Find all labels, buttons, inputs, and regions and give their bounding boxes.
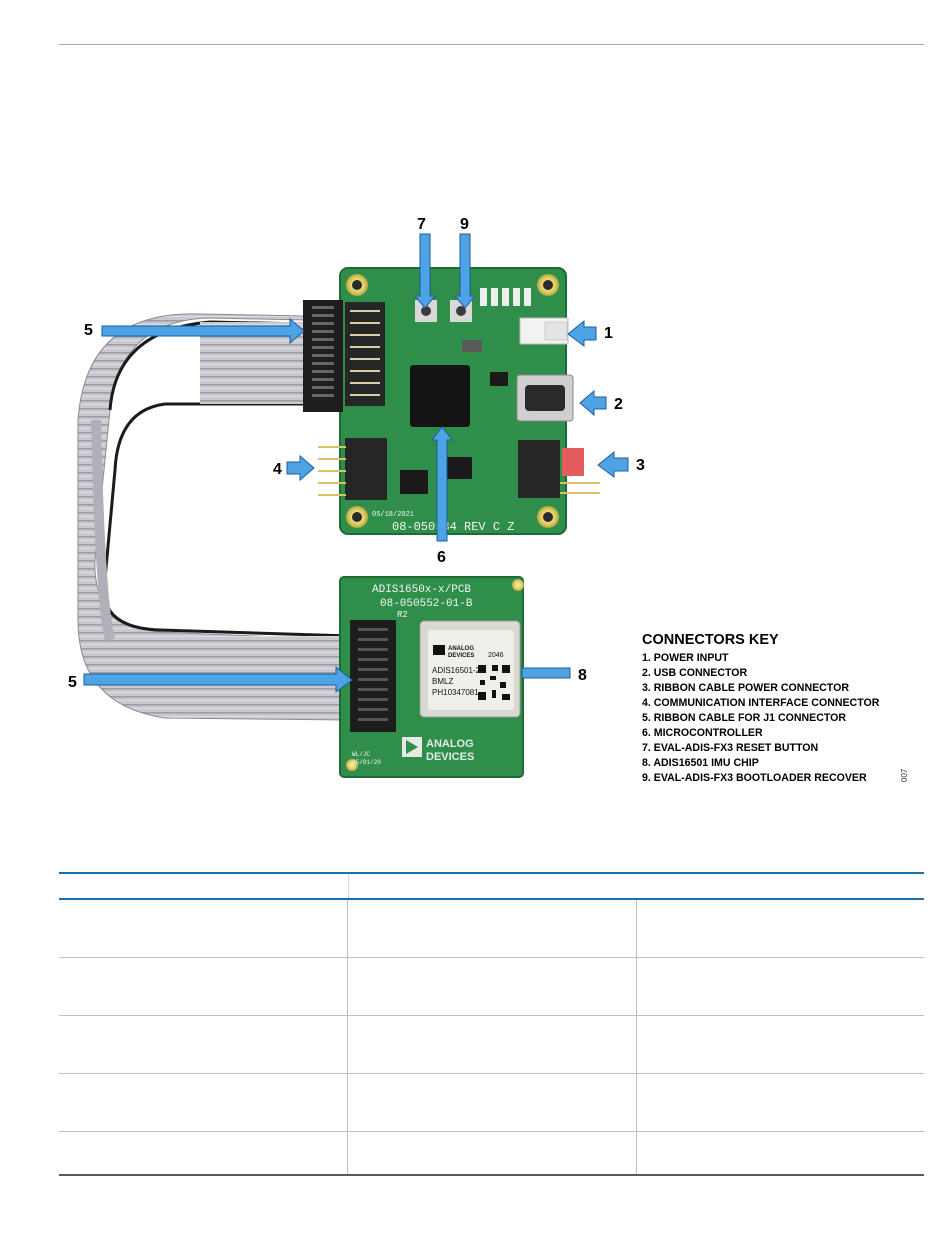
arrow-9	[453, 233, 477, 309]
table-header-row	[59, 874, 924, 898]
callout-label-4: 4	[273, 461, 282, 478]
callout-label-9: 9	[460, 216, 469, 233]
chip-part: ADIS16501-2	[432, 666, 481, 675]
table-row	[59, 1132, 924, 1176]
chip-brand-line1: ANALOG	[448, 646, 474, 652]
callout-arrows	[83, 233, 629, 693]
table-row	[59, 1074, 924, 1132]
logo-line1: ANALOG	[426, 738, 474, 750]
table-header-rule	[59, 898, 924, 900]
key-item: 9. EVAL-ADIS-FX3 BOOTLOADER RECOVER	[642, 772, 867, 784]
data-table	[59, 872, 924, 1176]
table-row	[59, 958, 924, 1016]
chip-brand-line2: DEVICES	[448, 653, 474, 659]
key-item: 5. RIBBON CABLE FOR J1 CONNECTOR	[642, 712, 847, 724]
arrow-1	[567, 319, 597, 347]
callout-label-5-bottom: 5	[68, 674, 77, 691]
interposer-date: 05/01/20	[352, 759, 381, 766]
interposer-title: ADIS1650x-x/PCB	[372, 584, 471, 596]
callout-label-3: 3	[636, 457, 645, 474]
eval-adis-fx3-board: 08-050534 REV C Z 05/18/2021	[303, 267, 600, 535]
arrow-5-bottom	[83, 665, 353, 693]
adis1650x-interposer-board: ADIS1650x-x/PCB 08-050552-01-B R2 ANALOG…	[339, 576, 524, 778]
interposer-rev: R2	[397, 610, 408, 620]
key-item: 7. EVAL-ADIS-FX3 RESET BUTTON	[642, 742, 819, 754]
key-item: 3. RIBBON CABLE POWER CONNECTOR	[642, 682, 849, 694]
callout-label-6: 6	[437, 549, 446, 566]
arrow-5-top	[101, 317, 305, 345]
arrow-3	[597, 450, 629, 478]
connectors-key: CONNECTORS KEY 1. POWER INPUT 2. USB CON…	[642, 631, 922, 786]
arrow-8	[521, 667, 571, 679]
chip-suffix: BMLZ	[432, 677, 453, 686]
analog-devices-logo: ANALOG DEVICES	[402, 737, 474, 763]
callout-label-5-top: 5	[84, 322, 93, 339]
key-item: 1. POWER INPUT	[642, 652, 729, 664]
table-row	[59, 900, 924, 958]
arrow-7	[413, 233, 437, 309]
table-row	[59, 1016, 924, 1074]
main-pcb-date: 05/18/2021	[372, 511, 414, 519]
figure-number: 007	[900, 768, 909, 782]
qr-code	[478, 665, 510, 700]
chip-lot: PH10347081	[432, 688, 479, 697]
interposer-id: 08-050552-01-B	[380, 598, 473, 610]
key-item: 4. COMMUNICATION INTERFACE CONNECTOR	[642, 697, 880, 709]
key-item: 6. MICROCONTROLLER	[642, 727, 763, 739]
callout-label-8: 8	[578, 667, 587, 684]
connectors-key-title: CONNECTORS KEY	[642, 632, 779, 648]
arrow-4	[286, 454, 315, 482]
board-photo-illustration: 08-050534 REV C Z 05/18/2021 ADIS1650x-x…	[77, 233, 629, 778]
chip-code: 2046	[488, 652, 504, 659]
key-item: 8. ADIS16501 IMU CHIP	[642, 757, 759, 769]
logo-line2: DEVICES	[426, 751, 474, 763]
interposer-initials: WL/JC	[352, 751, 370, 758]
main-pcb-id: 08-050534 REV C Z	[392, 520, 514, 534]
callout-label-2: 2	[614, 396, 623, 413]
key-item: 2. USB CONNECTOR	[642, 667, 748, 679]
evaluation-setup-figure: 08-050534 REV C Z 05/18/2021 ADIS1650x-x…	[68, 216, 922, 786]
arrow-2	[579, 389, 607, 417]
table-top-rule	[59, 872, 924, 874]
arrow-6	[430, 426, 454, 542]
header-rule	[59, 44, 924, 45]
callout-label-1: 1	[604, 325, 613, 342]
callout-label-7: 7	[417, 216, 426, 233]
